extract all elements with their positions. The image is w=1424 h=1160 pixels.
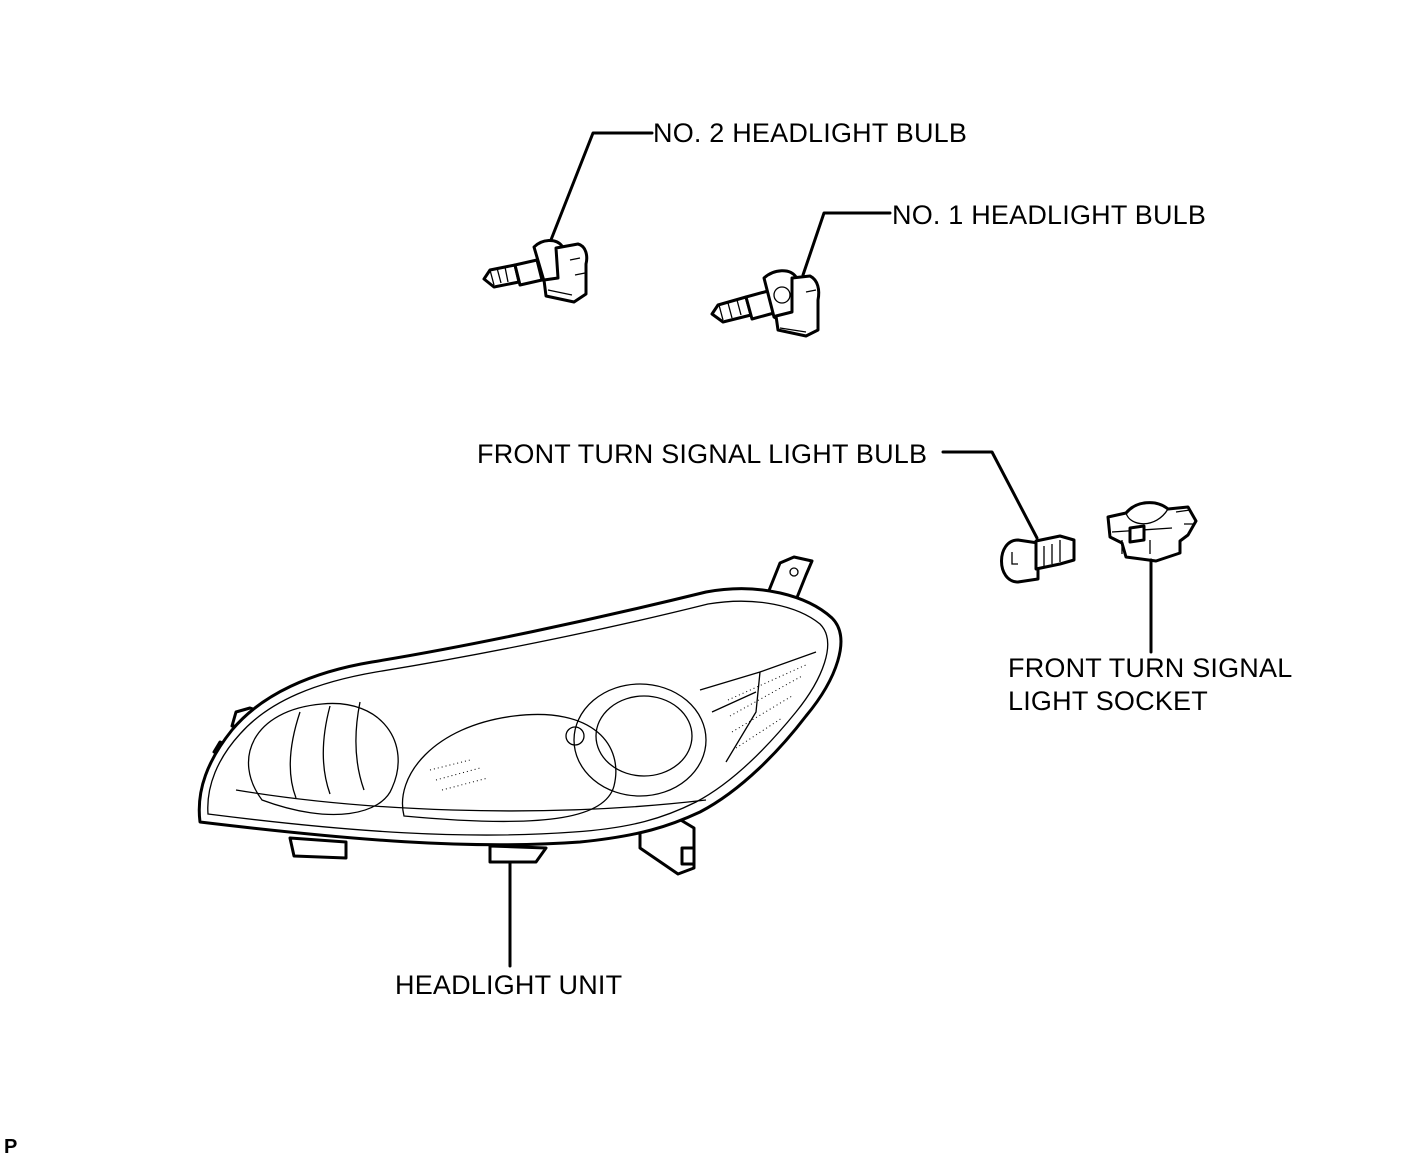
no2-headlight-bulb-label: NO. 2 HEADLIGHT BULB [653,118,968,148]
turn-signal-socket-drawing [1106,501,1198,654]
headlight-unit-label: HEADLIGHT UNIT [395,970,623,1000]
no1-bulb-leader-line [801,211,892,277]
turn-signal-socket-label: FRONT TURN SIGNAL LIGHT SOCKET [1008,652,1292,718]
turn-bulb-leader-line [941,450,1039,540]
turn-signal-bulb-drawing [941,450,1076,584]
figure-code: P [4,1136,18,1158]
headlight-unit-drawing [197,555,843,876]
no1-headlight-bulb-label: NO. 1 HEADLIGHT BULB [892,200,1207,230]
no2-headlight-bulb-drawing [482,131,654,304]
turn-signal-socket-label-line1: FRONT TURN SIGNAL [1008,653,1293,683]
no2-bulb-leader-line [545,131,654,252]
turn-signal-bulb-label: FRONT TURN SIGNAL LIGHT BULB [477,439,928,469]
no1-headlight-bulb-drawing [710,211,892,338]
turn-signal-socket-label-line2: LIGHT SOCKET [1008,686,1208,716]
